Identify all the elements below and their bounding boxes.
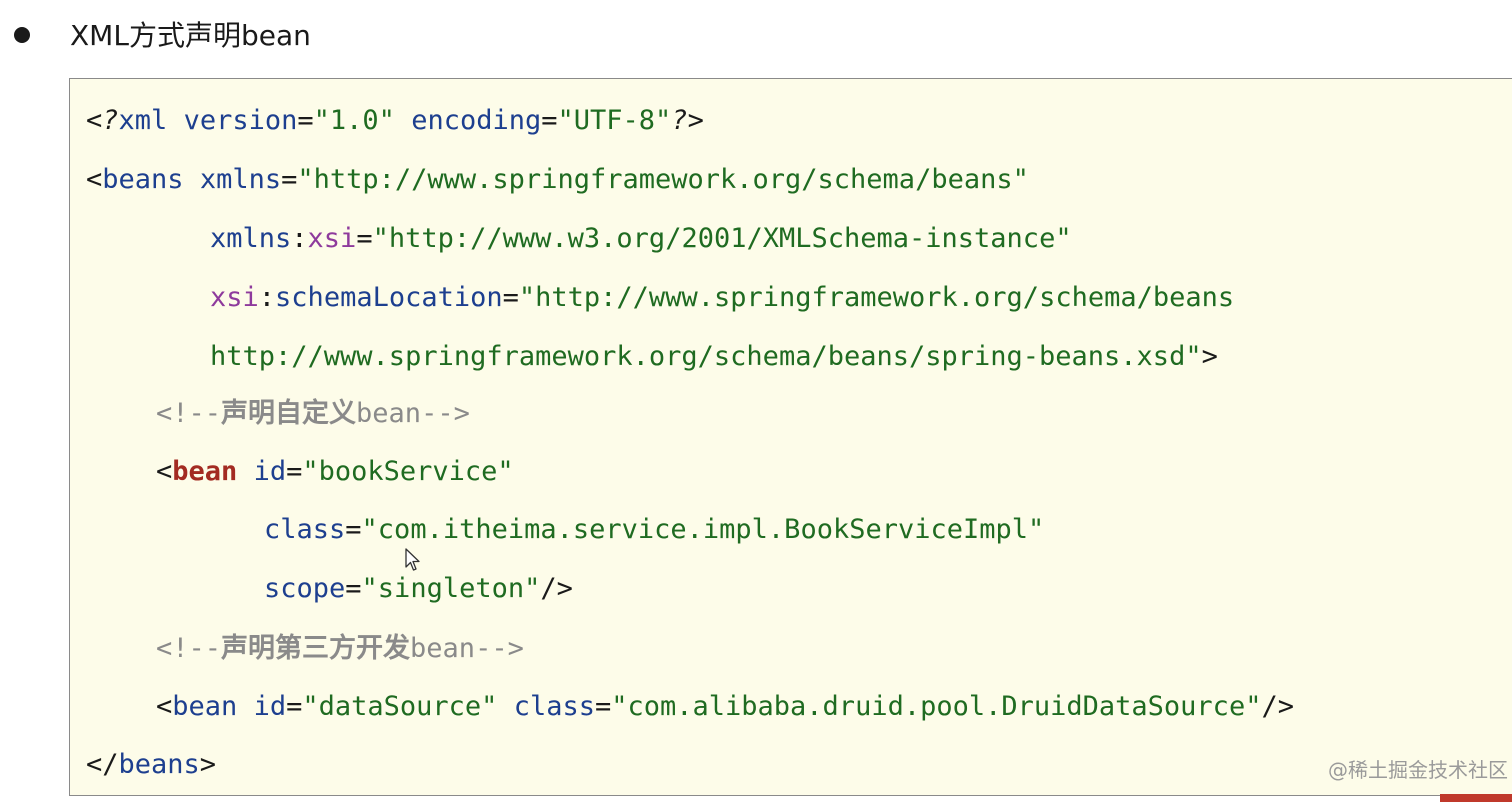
token: "com.itheima.service.impl.BookServiceImp… bbox=[361, 514, 1045, 545]
code-line-beans-close: </beans> bbox=[86, 745, 216, 785]
token: "singleton" bbox=[361, 573, 541, 604]
watermark-text: @稀土掘金技术社区 bbox=[1328, 758, 1508, 782]
token: xmlns bbox=[210, 223, 292, 254]
token: </ bbox=[86, 749, 119, 780]
token: http://www.springframework.org/schema/be… bbox=[210, 341, 1202, 372]
code-line-scope-attr: scope="singleton"/> bbox=[264, 569, 573, 609]
token bbox=[167, 105, 183, 136]
token: bean bbox=[172, 456, 238, 487]
token: : bbox=[258, 282, 276, 313]
token: schemaLocation bbox=[275, 282, 503, 313]
token: "dataSource" bbox=[302, 691, 498, 722]
code-line-xml-declaration: <?xml version="1.0" encoding="UTF-8"?> bbox=[86, 101, 704, 141]
token: /> bbox=[1261, 691, 1294, 722]
token: /> bbox=[540, 573, 573, 604]
token: encoding bbox=[411, 105, 542, 136]
token: version bbox=[183, 105, 298, 136]
token: <!-- bbox=[156, 398, 222, 429]
mouse-pointer-icon bbox=[405, 548, 420, 571]
token: --> bbox=[475, 633, 524, 664]
token: > bbox=[687, 105, 704, 136]
token: = bbox=[594, 691, 612, 722]
token: xml bbox=[118, 105, 168, 136]
token: "com.alibaba.druid.pool.DruidDataSource" bbox=[611, 691, 1262, 722]
token: = bbox=[286, 691, 303, 722]
token: class bbox=[513, 691, 595, 722]
token: 声明第三方开发 bbox=[221, 633, 411, 664]
token: "http://www.w3.org/2001/XMLSchema-instan… bbox=[372, 223, 1072, 254]
section-title: XML方式声明bean bbox=[70, 19, 311, 52]
code-comment-custom-bean: <!--声明自定义bean--> bbox=[156, 394, 470, 434]
token: < bbox=[156, 456, 173, 487]
code-line-schema-location: xsi:schemaLocation="http://www.springfra… bbox=[210, 278, 1234, 318]
token: ? bbox=[102, 105, 119, 136]
code-block: <?xml version="1.0" encoding="UTF-8"?> <… bbox=[69, 78, 1512, 796]
token: = bbox=[345, 514, 362, 545]
token: beans bbox=[102, 164, 184, 195]
code-line-class-attr: class="com.itheima.service.impl.BookServ… bbox=[264, 510, 1044, 550]
token: = bbox=[345, 573, 362, 604]
token: id bbox=[253, 691, 287, 722]
token: > bbox=[1201, 341, 1218, 372]
token: id bbox=[253, 456, 287, 487]
token: class bbox=[264, 514, 346, 545]
token: < bbox=[156, 691, 173, 722]
token: <!-- bbox=[156, 633, 222, 664]
code-comment-third-party-bean: <!--声明第三方开发bean--> bbox=[156, 629, 524, 669]
token: < bbox=[86, 105, 103, 136]
token bbox=[184, 164, 200, 195]
token: xmlns bbox=[199, 164, 282, 195]
bullet-dot-icon bbox=[14, 27, 30, 43]
token: scope bbox=[264, 573, 346, 604]
token: "http://www.springframework.org/schema/b… bbox=[297, 164, 1029, 195]
section-heading: XML方式声明bean bbox=[0, 0, 1512, 72]
token: xsi bbox=[307, 223, 357, 254]
token: = bbox=[281, 164, 298, 195]
token: 声明自定义 bbox=[221, 398, 357, 429]
token bbox=[395, 105, 411, 136]
token: = bbox=[541, 105, 558, 136]
token: "1.0" bbox=[313, 105, 395, 136]
token: < bbox=[86, 164, 103, 195]
token: beans bbox=[118, 749, 200, 780]
code-line-schema-xsd: http://www.springframework.org/schema/be… bbox=[210, 337, 1218, 377]
code-line-beans-open: <beans xmlns="http://www.springframework… bbox=[86, 160, 1029, 200]
token: : bbox=[291, 223, 308, 254]
token: ? bbox=[671, 105, 688, 136]
token: = bbox=[297, 105, 314, 136]
token: "UTF-8" bbox=[557, 105, 672, 136]
token: = bbox=[356, 223, 373, 254]
token: "bookService" bbox=[302, 456, 514, 487]
code-line-xmlns-xsi: xmlns:xsi="http://www.w3.org/2001/XMLSch… bbox=[210, 219, 1072, 259]
token bbox=[237, 691, 253, 722]
token: bean bbox=[356, 398, 422, 429]
token: = bbox=[502, 282, 519, 313]
token: bean bbox=[410, 633, 476, 664]
token: --> bbox=[421, 398, 470, 429]
token: = bbox=[286, 456, 303, 487]
code-line-bean-datasource: <bean id="dataSource" class="com.alibaba… bbox=[156, 687, 1294, 727]
token: bean bbox=[172, 691, 238, 722]
token: > bbox=[199, 749, 217, 780]
token bbox=[497, 691, 513, 722]
corner-accent bbox=[1440, 794, 1512, 802]
token bbox=[237, 456, 253, 487]
code-line-bean-bookservice: <bean id="bookService" bbox=[156, 452, 514, 492]
token: "http://www.springframework.org/schema/b… bbox=[518, 282, 1235, 313]
token: xsi bbox=[210, 282, 259, 313]
